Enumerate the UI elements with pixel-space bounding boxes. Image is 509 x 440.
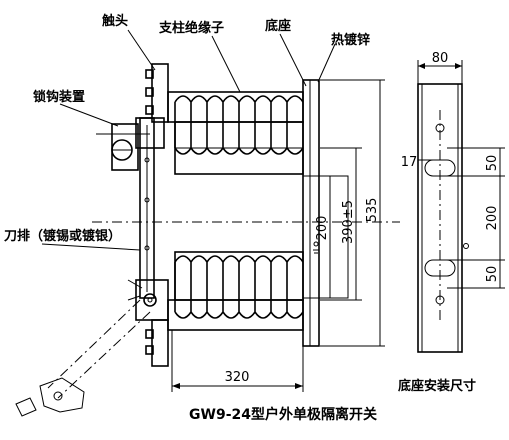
lower-post-insulator: [167, 251, 304, 331]
upper-post-insulator: [167, 91, 304, 175]
dim-80-text: 80: [432, 51, 449, 66]
blade-bar: [139, 117, 155, 299]
contact-assembly: [100, 63, 169, 171]
dim-hole-bottom-text: 50: [485, 266, 500, 283]
dim-200: [305, 175, 335, 299]
base-mount-view: [417, 83, 469, 353]
hinge-assembly: [127, 279, 169, 367]
label-base-mount-size: 底座安装尺寸: [398, 378, 476, 394]
dim-320-text: 320: [225, 370, 250, 385]
leader-lines: [41, 29, 336, 251]
dim-right-chain: [447, 147, 505, 289]
base-plate: [302, 79, 320, 347]
drawing-caption: GW9-24型户外单极隔离开关: [189, 406, 377, 423]
dim-200-text: 200: [315, 216, 330, 241]
blade-open-phantom: [15, 299, 151, 417]
dim-hole-top-text: 50: [485, 155, 500, 172]
dim-390-text: 390±5: [341, 200, 356, 244]
dim-320: [171, 330, 304, 392]
dim-535-text: 535: [365, 198, 380, 223]
label-blade: 刀排（镀锡或镀银）: [4, 228, 121, 244]
label-post-insulator: 支柱绝缘子: [158, 20, 224, 36]
label-contact: 触头: [101, 13, 128, 29]
label-hot-dip-zinc: 热镀锌: [331, 32, 370, 48]
dim-390: [320, 147, 362, 301]
dim-535: [320, 79, 385, 347]
label-base: 底座: [265, 18, 291, 34]
dim-80: [417, 60, 463, 84]
dim-17-text: 17: [401, 155, 418, 170]
ground-point: [313, 241, 319, 247]
dim-hole-spacing-text: 200: [485, 206, 500, 231]
label-lock-device: 锁钩装置: [33, 89, 85, 105]
